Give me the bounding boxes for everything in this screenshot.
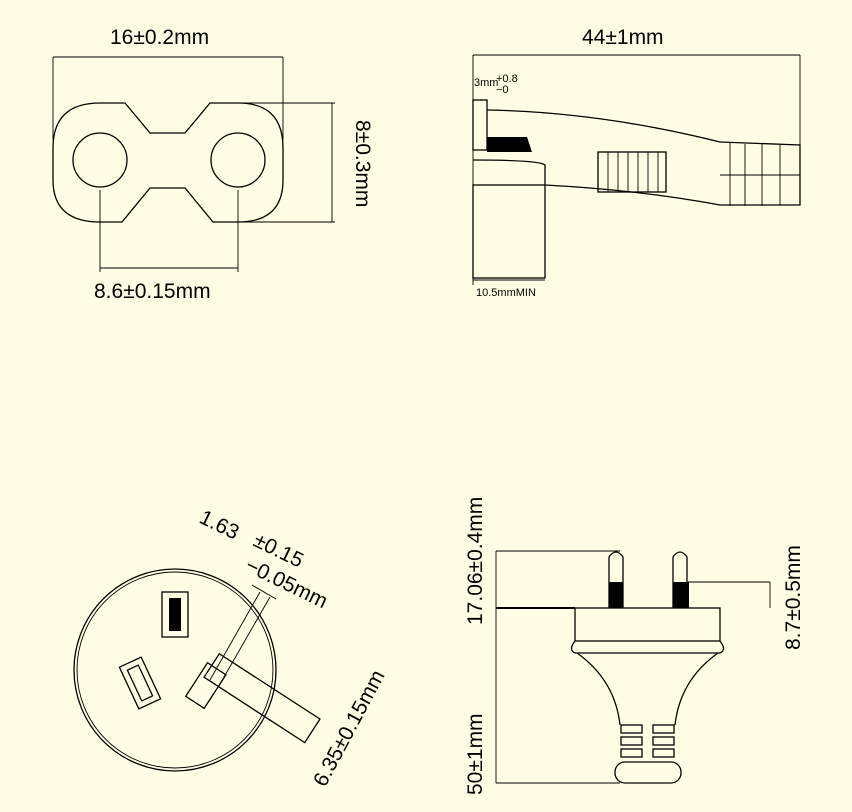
body-outline — [472, 109, 801, 206]
earth-pin — [184, 652, 321, 744]
live-pin-slot — [169, 598, 181, 631]
connector-outline — [52, 102, 284, 223]
width-label: 16±0.2mm — [110, 26, 209, 49]
strain-relief-ridges — [620, 724, 675, 758]
pin-width-label: 1.63 — [196, 506, 243, 545]
dimension-lines — [52, 56, 335, 272]
side-view: 44±1mm 3mm +0.8 −0 10.5mmMIN — [472, 26, 801, 299]
pin-offset-label: 3mm — [474, 77, 498, 89]
pin-right — [672, 551, 688, 608]
plug-face: 1.63 ±0.15 −0.05mm 6.35±0.15mm — [73, 506, 390, 790]
grip-panel — [597, 151, 667, 193]
plug-face-outline — [73, 568, 277, 772]
pin-length-label: 17.06±0.4mm — [464, 497, 487, 625]
plug-base — [574, 607, 721, 642]
cord-end — [614, 761, 682, 784]
plug-neck — [576, 652, 719, 726]
right-pin-hole — [210, 132, 266, 188]
left-pin-hole — [72, 132, 128, 188]
neutral-pin-slot — [118, 656, 162, 710]
pin-left — [608, 551, 624, 608]
plug-side: 17.06±0.4mm 50±1mm 8.7±0.5mm — [464, 497, 805, 795]
overall-length-label: 50±1mm — [464, 713, 487, 795]
pin-offset-tol-minus: −0 — [496, 84, 509, 96]
front-view: 16±0.2mm 8±0.3mm 8.6±0.15mm — [52, 26, 374, 303]
grip-ridges — [607, 143, 800, 206]
height-label: 8±0.3mm — [351, 120, 374, 207]
pin-offset-tol-plus: +0.8 — [496, 73, 518, 85]
length-label: 44±1mm — [582, 26, 664, 49]
min-label: 10.5mmMIN — [476, 287, 536, 299]
pin-stub — [472, 99, 488, 151]
pin-sleeve-label: 8.7±0.5mm — [782, 545, 805, 650]
pin-black — [487, 137, 532, 152]
lower-block — [472, 184, 546, 279]
earth-pin-label: 6.35±0.15mm — [309, 666, 390, 790]
pin-spacing-label: 8.6±0.15mm — [94, 280, 211, 303]
